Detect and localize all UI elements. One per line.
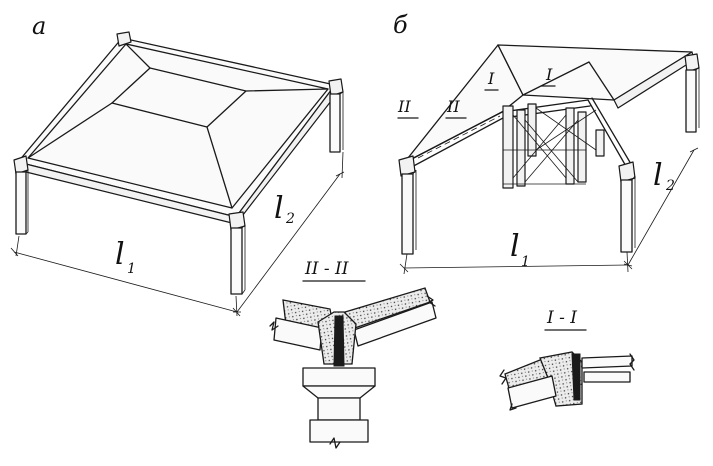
column-b-front-right <box>618 161 636 253</box>
svg-text:l: l <box>510 229 520 264</box>
dimension-label-b-l1: l 1 <box>510 229 530 270</box>
figure-b-letter: б <box>393 11 408 39</box>
svg-text:l: l <box>653 158 663 193</box>
svg-text:1: 1 <box>127 261 136 277</box>
column-back-left <box>116 31 132 47</box>
svg-text:1: 1 <box>521 254 530 270</box>
svg-text:I: I <box>545 65 553 84</box>
section-detail-II: II - II <box>269 259 437 449</box>
dimension-label-l1: l 1 <box>115 237 136 277</box>
section-II-joint-core <box>333 315 345 367</box>
column-front-right <box>228 211 246 295</box>
svg-text:2: 2 <box>285 211 295 227</box>
hip-beam-right <box>587 99 628 169</box>
section-marker-center-left: I <box>484 69 499 91</box>
section-I-beam <box>507 375 557 409</box>
column-front-left <box>13 155 29 235</box>
section-II-beam-left <box>273 317 323 351</box>
svg-text:l: l <box>115 237 125 272</box>
figure-a-letter: а <box>32 12 46 40</box>
section-marker-center-right: I <box>540 65 556 87</box>
section-I-slab-right <box>581 355 633 369</box>
roof-ridge-line <box>522 61 590 96</box>
dimension-label-l2: l 2 <box>274 191 295 227</box>
section-II-column-head <box>302 367 376 387</box>
section-II-column <box>317 397 361 421</box>
hip-line-sw <box>27 102 113 159</box>
section-marker-left-inner: II <box>445 97 467 119</box>
dimension-label-b-l2: l 2 <box>653 158 675 194</box>
column-b-front-left <box>398 155 417 255</box>
column-back-right <box>328 78 344 153</box>
section-detail-I: I - I <box>499 308 635 411</box>
hip-beam-left <box>403 111 503 164</box>
column-b-back-right <box>684 53 700 133</box>
section-I-title: I - I <box>546 308 577 328</box>
dimension-line-b-l1 <box>403 264 629 269</box>
figure-b-assembly: б <box>393 11 700 275</box>
svg-text:I: I <box>487 69 495 88</box>
section-marker-left: II <box>397 97 419 119</box>
svg-text:II: II <box>446 97 460 116</box>
temporary-scaffolding <box>502 103 605 189</box>
hip-line-nw <box>125 43 151 69</box>
figure-a-dome-shell: а <box>10 12 345 317</box>
hip-line-se <box>206 126 233 209</box>
svg-text:l: l <box>274 191 284 226</box>
hip-line-ne <box>245 88 329 92</box>
dimension-line-l2 <box>236 173 341 313</box>
dimension-line-l1 <box>13 251 238 313</box>
svg-text:II: II <box>397 97 411 116</box>
section-II-title: II - II <box>304 259 349 279</box>
section-II-beam-right <box>353 301 437 347</box>
svg-text:2: 2 <box>665 178 675 194</box>
dimension-line-b-l2 <box>627 149 695 266</box>
